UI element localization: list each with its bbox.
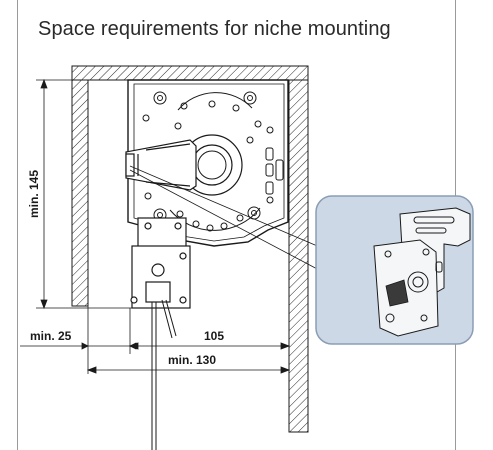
control-box <box>130 217 191 309</box>
callout-lines <box>129 165 339 281</box>
niche-walls <box>71 65 309 433</box>
dimension-label-width: 105 <box>204 329 224 343</box>
bracket-holes <box>142 91 274 232</box>
niche-right-wall <box>288 79 309 433</box>
niche-left-wall <box>71 79 89 307</box>
dimension-lines <box>20 78 291 374</box>
cables <box>151 299 177 450</box>
mounting-bracket <box>125 79 289 247</box>
dimension-label-total-width: min. 130 <box>168 353 216 367</box>
dimension-label-left-gap: min. 25 <box>30 329 72 343</box>
dimension-label-height: min. 145 <box>27 170 41 218</box>
motor-hub <box>181 134 243 196</box>
inset-detail <box>315 195 474 345</box>
diagram-title: Space requirements for niche mounting <box>38 18 391 40</box>
niche-top-wall <box>71 65 309 81</box>
